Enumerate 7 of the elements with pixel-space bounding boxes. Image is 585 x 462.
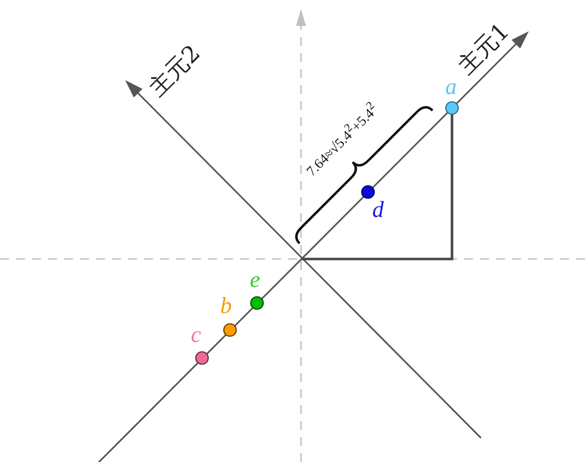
point-label: b	[220, 294, 232, 318]
point-label: c	[190, 322, 202, 348]
point-label: d	[372, 198, 384, 222]
point-label: e	[250, 268, 260, 292]
point-label: a	[445, 74, 457, 100]
axis-label: 主元2	[145, 41, 205, 101]
axis-label: 主元1	[454, 19, 514, 79]
